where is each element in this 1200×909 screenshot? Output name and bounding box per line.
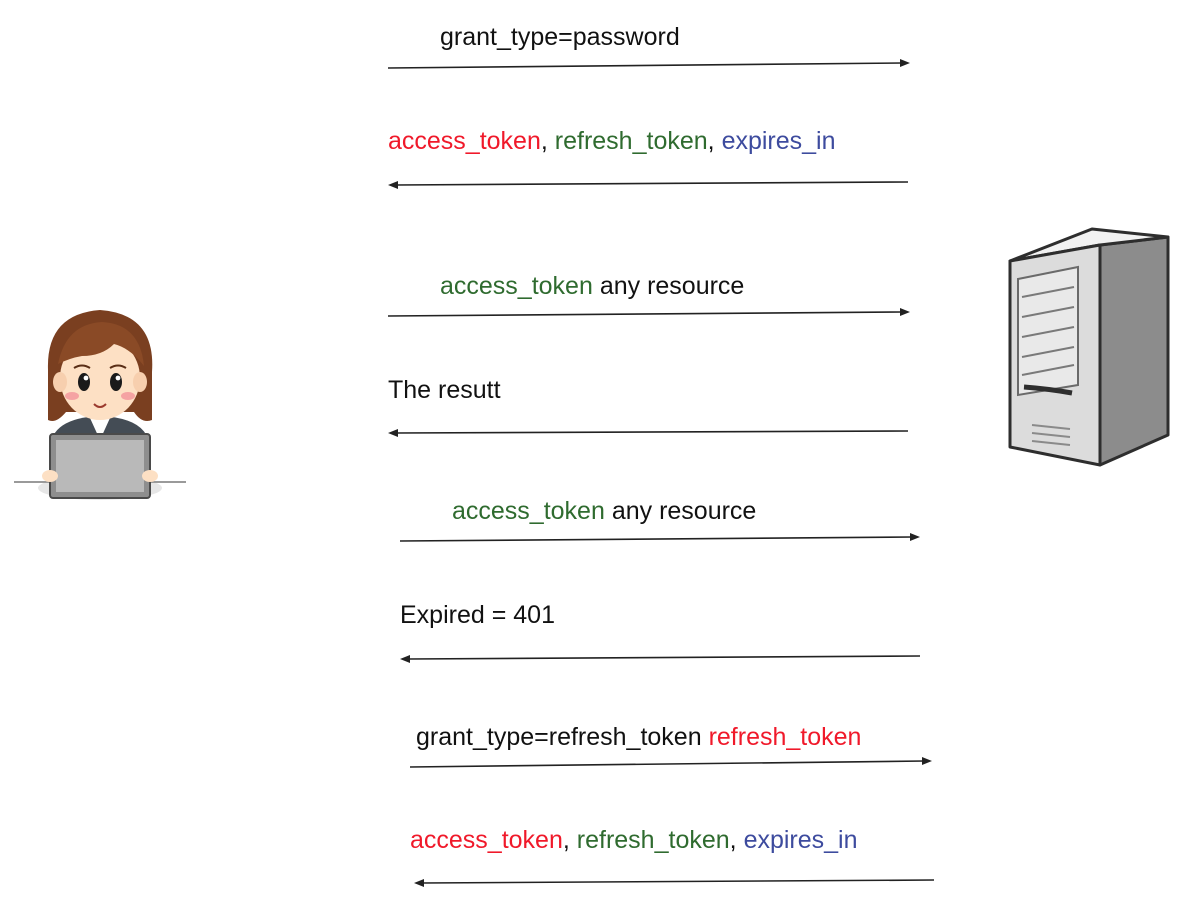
message-label-2: access_token, refresh_token, expires_in (388, 126, 836, 156)
message-segment: refresh_token (576, 826, 730, 854)
message-segment: any resource (604, 497, 757, 525)
message-label-3: access_token any resource (440, 271, 744, 301)
arrow-8 (414, 879, 935, 887)
user-at-laptop-icon (14, 310, 186, 500)
arrow-1 (387, 59, 910, 69)
message-segment: grant_type=password (440, 23, 680, 51)
message-segment: , (729, 826, 744, 854)
message-segment: The resutt (388, 376, 501, 404)
message-segment: access_token (452, 497, 605, 525)
message-label-7: grant_type=refresh_token refresh_token (416, 722, 861, 752)
arrow-4 (388, 429, 909, 437)
arrow-6 (400, 655, 921, 663)
message-segment: , (540, 127, 555, 155)
message-segment: access_token (410, 826, 563, 854)
message-segment: expires_in (721, 127, 836, 155)
message-label-8: access_token, refresh_token, expires_in (410, 825, 858, 855)
arrow-3 (387, 308, 910, 317)
message-segment: refresh_token (708, 723, 862, 751)
message-segment: Expired = 401 (400, 601, 555, 629)
arrow-7 (409, 757, 932, 768)
message-label-6: Expired = 401 (400, 600, 555, 630)
message-segment: expires_in (743, 826, 858, 854)
message-segment: access_token (388, 127, 541, 155)
message-label-5: access_token any resource (452, 496, 756, 526)
message-segment: , (707, 127, 722, 155)
message-label-1: grant_type=password (440, 22, 680, 52)
message-segment: , (562, 826, 577, 854)
message-label-4: The resutt (388, 375, 501, 405)
message-segment: any resource (592, 272, 745, 300)
message-segment: access_token (440, 272, 593, 300)
message-segment: refresh_token (554, 127, 708, 155)
arrow-5 (399, 533, 920, 542)
server-tower-icon (1008, 227, 1170, 467)
message-segment: grant_type=refresh_token (416, 723, 709, 751)
arrow-2 (388, 181, 909, 189)
